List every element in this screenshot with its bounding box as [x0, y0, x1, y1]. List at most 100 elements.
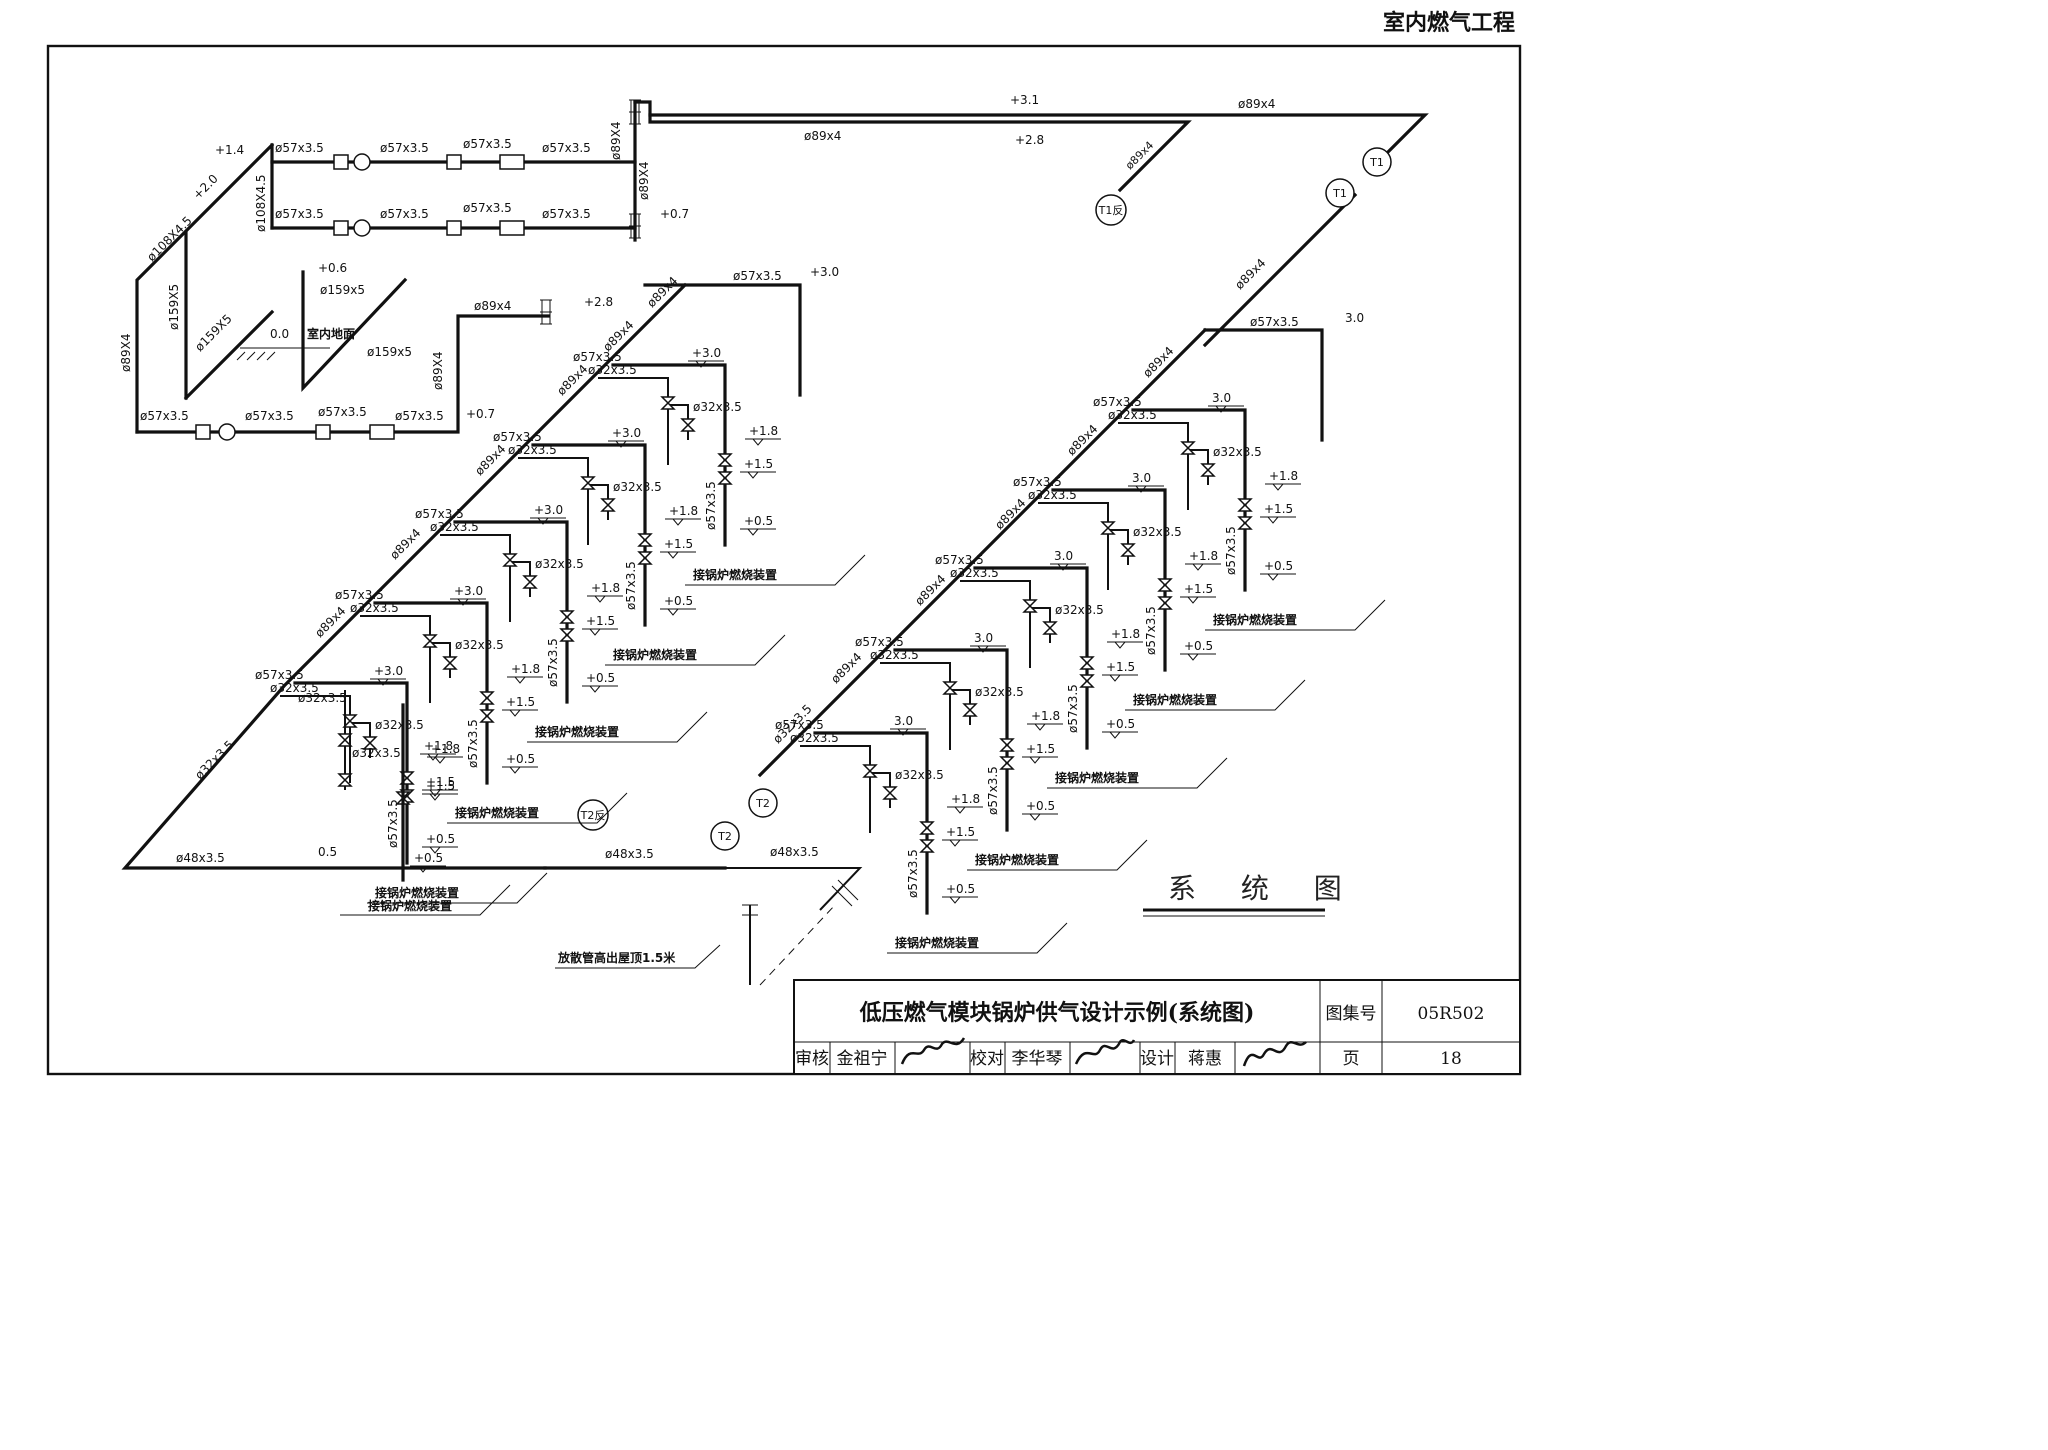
elevation-mark — [530, 517, 566, 525]
elevation-label: +0.5 — [1106, 717, 1135, 731]
burner-note: 接锅炉燃烧装置 — [1055, 770, 1139, 785]
leader-line — [555, 944, 721, 969]
burner-note: 接锅炉燃烧装置 — [535, 724, 619, 739]
pipe-size-label: ø57x3.5 — [546, 638, 560, 687]
pipe-size-label: ø32x3.5 — [950, 566, 999, 580]
elevation-label: +1.8 — [669, 504, 698, 518]
drawing-frame — [46, 44, 1522, 1076]
leader-line — [367, 872, 548, 904]
elevation-label: +1.5 — [1026, 742, 1055, 756]
gas-meter-icon — [333, 219, 525, 237]
valve-icon — [1042, 621, 1058, 635]
valve-icon — [660, 396, 676, 410]
elevation-mark — [507, 676, 543, 684]
valve-icon — [1079, 656, 1095, 670]
leader-line — [887, 922, 1068, 954]
valve-icon — [999, 738, 1015, 752]
reviewer-name: 金祖宁 — [837, 1049, 888, 1069]
pipe-size-label: ø32x3.5 — [1108, 408, 1157, 422]
elevation-label: +0.5 — [506, 752, 535, 766]
pipe-size-label: ø48x3.5 — [605, 847, 654, 861]
pipe-size-label: ø32x3.5 — [270, 681, 319, 695]
header-category: 室内燃气工程 — [1383, 10, 1515, 36]
burner-note: 接锅炉燃烧装置 — [375, 885, 459, 900]
indoor-ground-note: 室内地面 — [307, 326, 355, 341]
elevation-label: +0.7 — [660, 207, 689, 221]
valve-icon — [717, 471, 733, 485]
leader-line — [1047, 757, 1228, 789]
pipe-size-label: ø57x3.5 — [395, 409, 444, 423]
pipe-size-label: ø32x3.5 — [975, 685, 1024, 699]
elevation-label: +2.8 — [1015, 133, 1044, 147]
marker-t2: T2 — [710, 821, 740, 851]
gas-meter-icon — [333, 153, 525, 171]
pipe-size-label: ø32x3.5 — [298, 691, 347, 705]
pipe-size-label: ø57x3.5 — [275, 207, 324, 221]
elevation-label: 3.0 — [1212, 391, 1231, 405]
pipe-size-label: ø32x3.5 — [430, 520, 479, 534]
title-block — [793, 979, 1521, 1075]
elevation-label: 3.0 — [974, 631, 993, 645]
vent-pipe — [742, 879, 859, 986]
elevation-mark — [740, 528, 776, 536]
pipe-size-label: ø57x3.5 — [855, 635, 904, 649]
pipe-size-label: ø32x3.5 — [588, 363, 637, 377]
elevation-label: +1.5 — [744, 457, 773, 471]
leader-line — [685, 554, 866, 586]
pipe-size-label: ø57x3.5 — [1013, 475, 1062, 489]
elevation-label: +1.8 — [1031, 709, 1060, 723]
pipe-size-label: ø32x3.5 — [1055, 603, 1104, 617]
page-number: 18 — [1440, 1049, 1462, 1069]
pipe-size-label: ø89x4 — [312, 604, 348, 640]
valve-icon — [1200, 463, 1216, 477]
elevation-mark — [427, 756, 463, 764]
pipe-size-label: ø57x3.5 — [935, 553, 984, 567]
valve-icon — [337, 773, 353, 787]
elevation-mark — [1128, 485, 1164, 493]
pipe-size-label: ø57x3.5 — [906, 849, 920, 898]
valve-icon — [502, 553, 518, 567]
elevation-label: +0.5 — [414, 851, 443, 865]
pipe-size-label: ø57x3.5 — [380, 141, 429, 155]
elevation-label: +1.5 — [664, 537, 693, 551]
leader-line — [967, 839, 1148, 871]
elevation-mark — [1022, 756, 1058, 764]
elevation-mark — [422, 793, 458, 801]
elevation-label: +0.5 — [426, 832, 455, 846]
elevation-label: +1.8 — [591, 581, 620, 595]
elevation-mark — [660, 608, 696, 616]
burner-note: 接锅炉燃烧装置 — [693, 567, 777, 582]
valve-icon — [919, 821, 935, 835]
leader-line — [605, 634, 786, 666]
valve-icon — [1237, 516, 1253, 530]
pipe-size-label: ø89x4 — [600, 318, 636, 354]
elevation-label: +2.0 — [190, 172, 221, 203]
valve-icon — [522, 575, 538, 589]
valve-icon — [962, 703, 978, 717]
gas-meter-icon — [195, 423, 395, 441]
pilot-pipe — [598, 377, 669, 465]
pipe-size-label: ø89x4 — [387, 526, 423, 562]
pipe-size-label: ø57x3.5 — [245, 409, 294, 423]
elevation-label: +1.5 — [426, 779, 455, 793]
elevation-label: +1.5 — [426, 775, 455, 789]
pipe-size-label: ø159x5 — [367, 345, 412, 359]
elevation-mark — [942, 839, 978, 847]
elevation-mark — [1107, 641, 1143, 649]
valve-icon — [717, 453, 733, 467]
pipe-size-label: ø89X4 — [431, 352, 445, 390]
pipe-size-label: ø159X5 — [192, 312, 235, 355]
pipe-size-label: ø89x4 — [554, 362, 590, 398]
elevation-mark — [1102, 674, 1138, 682]
svg-text:T2反: T2反 — [580, 809, 606, 822]
elevation-label: +2.8 — [584, 295, 613, 309]
svg-text:T1反: T1反 — [1098, 204, 1124, 217]
elevation-mark — [582, 628, 618, 636]
elevation-label: +1.4 — [215, 143, 244, 157]
elevation-label: +0.5 — [1026, 799, 1055, 813]
pipe-size-label: ø89x4 — [472, 442, 508, 478]
branch-pipe — [813, 731, 929, 915]
burner-note: 接锅炉燃烧装置 — [975, 852, 1059, 867]
elevation-label: +3.0 — [534, 503, 563, 517]
elevation-label: +1.5 — [1264, 502, 1293, 516]
